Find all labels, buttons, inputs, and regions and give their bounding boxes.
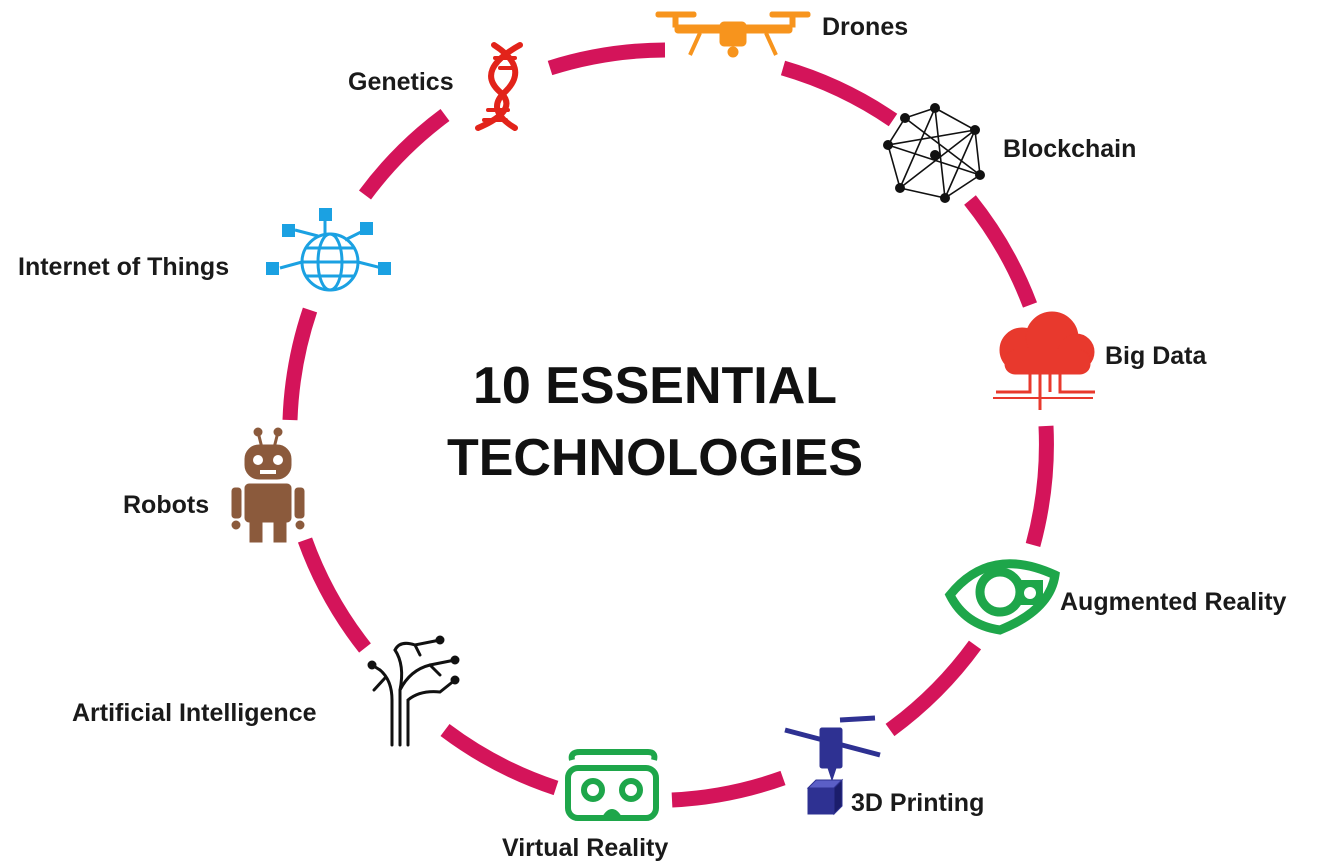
- label-internet-of-things: Internet of Things: [18, 253, 230, 281]
- diagram-title-line2: TECHNOLOGIES: [446, 429, 864, 487]
- ar-eye-icon: [944, 559, 1060, 635]
- ring-segment: [358, 108, 450, 200]
- ring-segment: [1025, 425, 1054, 547]
- ring-segment: [885, 640, 982, 737]
- robot-icon: [231, 427, 305, 543]
- ring: [282, 42, 1054, 808]
- ring-segment: [671, 770, 786, 808]
- label-drones: Drones: [822, 13, 909, 41]
- label-augmented-reality: Augmented Reality: [1060, 588, 1287, 616]
- label-3d-printing: 3D Printing: [851, 789, 985, 817]
- ring-segment: [964, 195, 1038, 308]
- ring-segment: [547, 42, 666, 76]
- label-artificial-intelligence: Artificial Intelligence: [72, 699, 317, 727]
- ring-segment: [297, 537, 371, 653]
- ring-segment: [780, 60, 898, 127]
- label-blockchain: Blockchain: [1003, 135, 1137, 163]
- label-virtual-reality: Virtual Reality: [502, 834, 669, 862]
- ai-brain-tree-icon: [367, 635, 460, 747]
- drone-icon: [655, 11, 811, 58]
- vr-headset-icon: [565, 749, 659, 821]
- dna-icon: [475, 42, 523, 131]
- label-big-data: Big Data: [1105, 342, 1207, 370]
- cloud-data-icon: [993, 311, 1095, 410]
- iot-globe-icon: [266, 208, 391, 292]
- ring-segment: [282, 307, 318, 421]
- label-genetics: Genetics: [348, 68, 454, 96]
- label-robots: Robots: [123, 491, 210, 519]
- ring-segment: [440, 723, 559, 796]
- blockchain-icon: [883, 103, 985, 203]
- diagram-title-line1: 10 ESSENTIAL: [472, 357, 838, 415]
- 3d-printer-icon: [784, 715, 881, 816]
